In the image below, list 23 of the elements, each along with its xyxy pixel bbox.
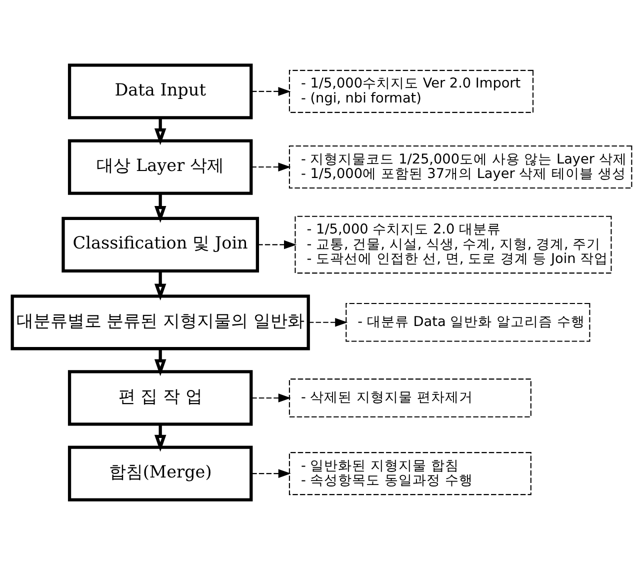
arrow	[252, 469, 291, 478]
node-box: - 지형지물코드 1/25,000도에 사용 않는 Layer 삭제 - 1/5,000에 포함된 37개의 Layer 삭제 테이블 생성	[288, 146, 632, 189]
node-box: 대분류별로 분류된 지형지물의 일반화	[10, 294, 310, 350]
node-box: - 1/5,000 수치지도 2.0 대분류 - 교통, 건물, 시설, 식생, 수계, 지형, 경계, 주기 - 도곽선에 인접한 선, 면, 도로 경계 등 Join 작업	[294, 216, 612, 274]
node-box: - 대분류 Data 일반화 알고리즘 수행	[346, 302, 590, 342]
node-box: 대상 Layer 삭제	[68, 139, 253, 195]
node-box: 편 집 작 업	[68, 370, 253, 426]
arrow	[252, 394, 291, 402]
arrow	[154, 194, 166, 223]
node-box: Classification 및 Join	[62, 216, 260, 273]
arrow	[251, 162, 291, 172]
node-box: 합침(Merge)	[68, 446, 253, 502]
node-box: Data Input	[68, 64, 253, 120]
node-box: - 삭제된 지형지물 편차제거	[288, 378, 532, 418]
node-box: - 1/5,000수치지도 Ver 2.0 Import - (ngi, nbi format)	[288, 70, 534, 113]
arrow	[258, 240, 297, 250]
node-box: - 일반화된 지형지물 합침 - 속성항목도 동일과정 수행	[288, 452, 532, 496]
arrow	[154, 348, 166, 376]
arrow	[154, 118, 166, 146]
arrow	[308, 318, 348, 327]
arrow	[154, 424, 166, 452]
arrow	[251, 87, 291, 96]
arrow	[154, 271, 166, 301]
